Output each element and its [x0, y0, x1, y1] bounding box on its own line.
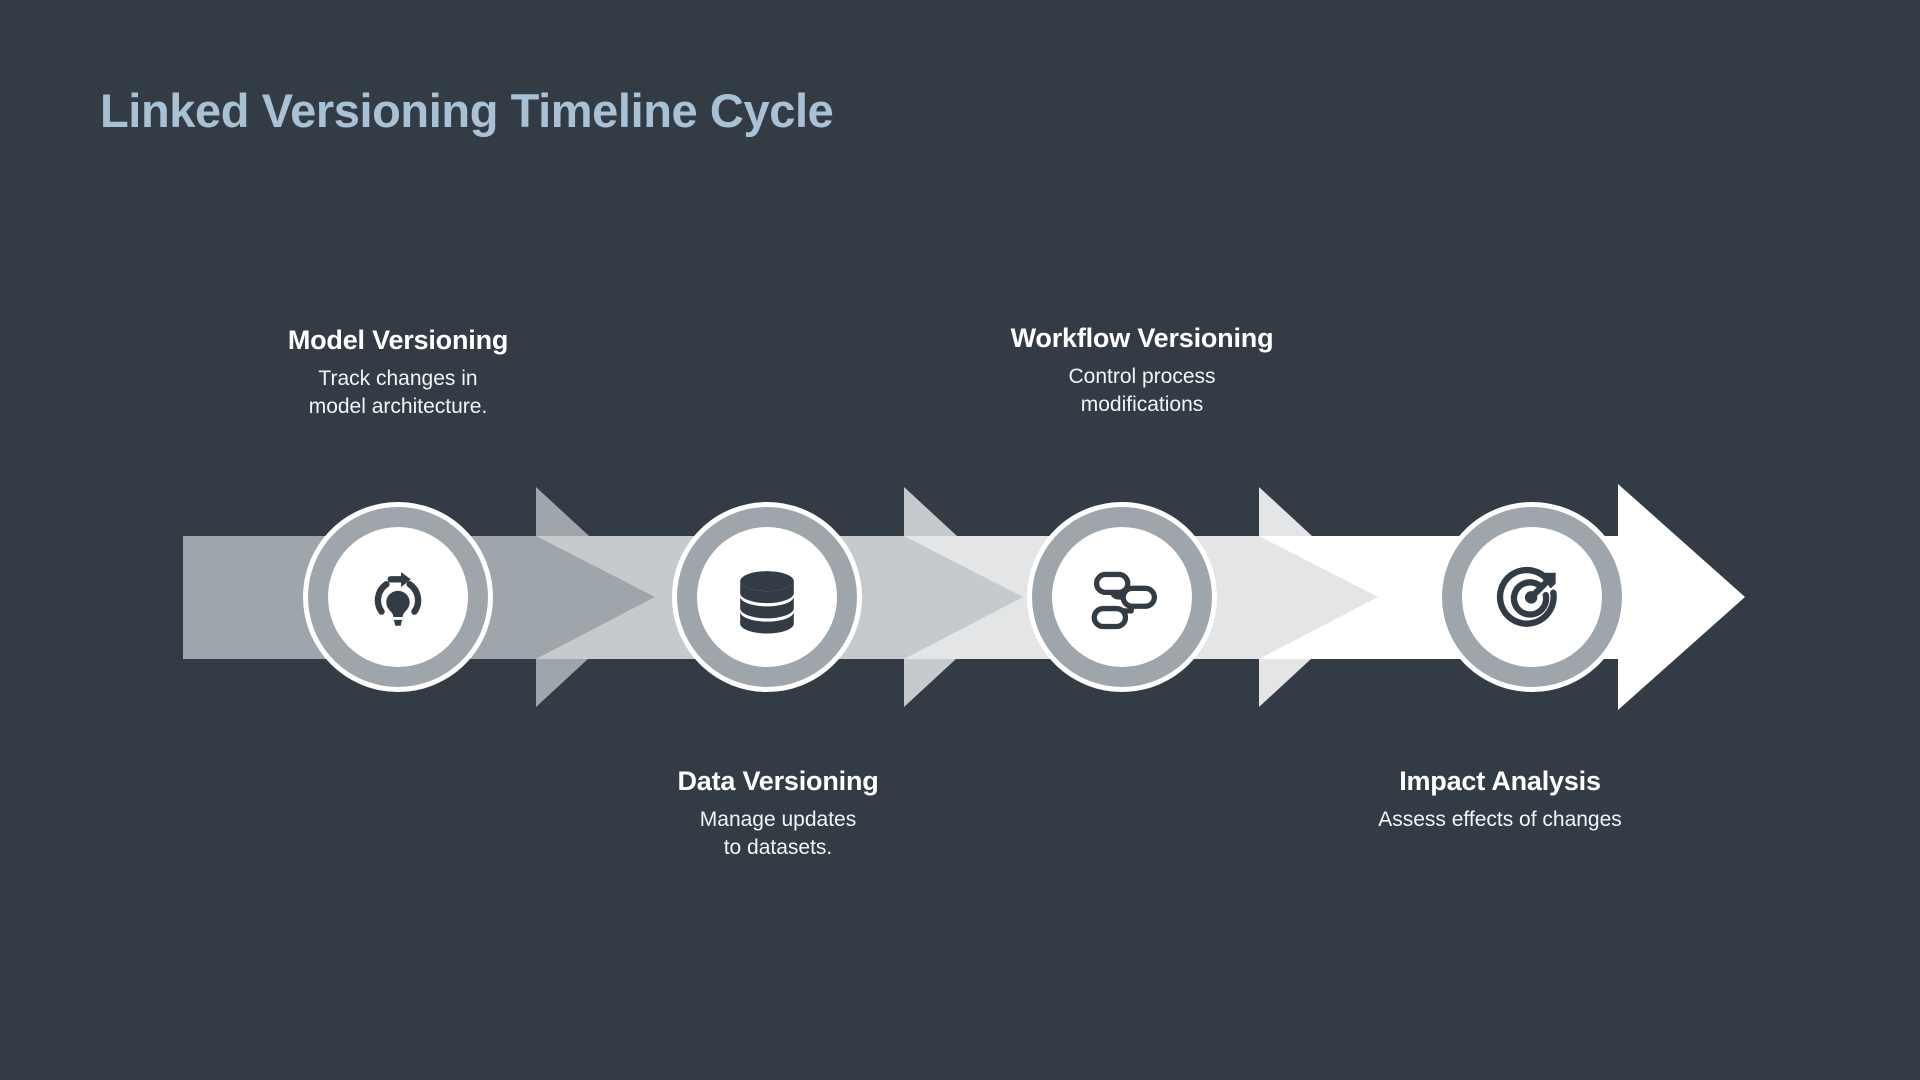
- step-label-2-desc: Manage updates to datasets.: [618, 806, 938, 862]
- step-label-3-desc-line1: Control process: [1068, 365, 1216, 389]
- step-label-1-desc-line1: Track changes in: [318, 367, 478, 391]
- step-node-3-face: [1052, 527, 1192, 667]
- step-label-4: Impact Analysis Assess effects of change…: [1340, 765, 1660, 834]
- step-label-2-desc-line1: Manage updates: [699, 808, 857, 832]
- step-label-3-desc: Control process modifications: [982, 363, 1302, 419]
- step-node-2[interactable]: [672, 502, 862, 692]
- step-label-2-desc-line2: to datasets.: [723, 836, 833, 860]
- page-title: Linked Versioning Timeline Cycle: [100, 84, 834, 137]
- step-node-3[interactable]: [1027, 502, 1217, 692]
- step-label-1: Model Versioning Track changes in model …: [238, 324, 558, 421]
- step-label-2: Data Versioning Manage updates to datase…: [618, 765, 938, 862]
- step-label-4-title: Impact Analysis: [1399, 766, 1601, 796]
- database-icon: [740, 571, 794, 634]
- workflow-nodes-icon: [1091, 571, 1158, 630]
- step-node-1[interactable]: [303, 502, 493, 692]
- lightbulb-refresh-icon: [374, 572, 422, 626]
- target-arrow-icon: [1496, 566, 1557, 627]
- step-node-4[interactable]: [1437, 502, 1627, 692]
- step-label-1-desc-line2: model architecture.: [308, 395, 488, 419]
- step-node-4-face: [1462, 527, 1602, 667]
- step-label-3: Workflow Versioning Control process modi…: [982, 322, 1302, 419]
- step-label-3-desc-line2: modifications: [1080, 393, 1204, 417]
- step-label-2-title: Data Versioning: [677, 766, 879, 796]
- step-label-4-desc: Assess effects of changes: [1340, 806, 1660, 834]
- step-label-4-desc-line1: Assess effects of changes: [1378, 808, 1622, 832]
- step-label-3-title: Workflow Versioning: [1010, 323, 1274, 353]
- step-node-2-face: [697, 527, 837, 667]
- step-label-1-title: Model Versioning: [287, 325, 509, 355]
- step-label-1-desc: Track changes in model architecture.: [238, 365, 558, 421]
- step-node-1-face: [328, 527, 468, 667]
